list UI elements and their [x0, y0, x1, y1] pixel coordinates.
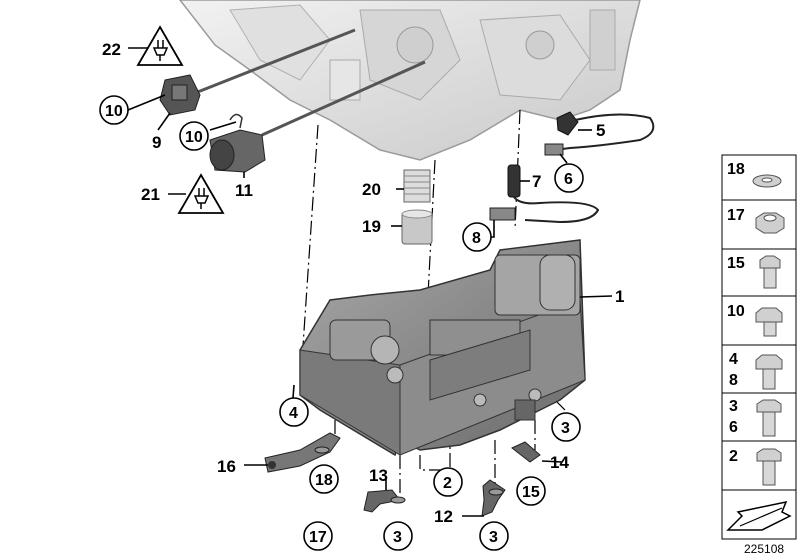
bracket-12: [481, 479, 506, 517]
callout-14: 14: [550, 453, 569, 472]
callout-2: 2: [443, 475, 452, 492]
corner-arrow-icon: [726, 500, 792, 531]
legend-label-3: 3: [729, 398, 738, 415]
legend-label-17: 17: [727, 207, 745, 224]
callout-13: 13: [369, 466, 388, 485]
piston-19: [401, 209, 433, 245]
electrical-warning-icon: [136, 25, 184, 66]
sensor-7: [489, 164, 600, 224]
callout-12: 12: [434, 507, 453, 526]
legend-label-15: 15: [727, 255, 745, 272]
hex-bolt-short-icon: [759, 255, 781, 289]
transmission-housing: [179, 0, 641, 161]
callout-3-c: 3: [489, 529, 498, 546]
hex-bolt-long-icon: [756, 399, 782, 437]
legend-label-6: 6: [729, 419, 738, 436]
hex-bolt-medium-icon: [755, 354, 783, 390]
callout-9: 9: [152, 133, 161, 152]
callout-8: 8: [472, 230, 481, 247]
callout-7: 7: [532, 172, 541, 191]
document-number: 225108: [744, 542, 784, 556]
callout-17: 17: [309, 529, 327, 546]
callout-22: 22: [102, 40, 121, 59]
callout-1: 1: [615, 287, 624, 306]
callout-4: 4: [289, 405, 298, 422]
spring-20: [403, 169, 431, 203]
legend-label-4: 4: [729, 351, 738, 368]
callout-15: 15: [522, 484, 540, 501]
bracket-14: [511, 441, 541, 463]
callout-18: 18: [315, 472, 333, 489]
fastener-legend: 18 17 15 10 4 8 3 6: [721, 154, 797, 540]
hex-bolt-flange-icon: [755, 307, 783, 337]
callout-10-b: 10: [185, 129, 203, 146]
valve-body: [299, 239, 586, 457]
washer-icon: [752, 174, 782, 188]
callout-20: 20: [362, 180, 381, 199]
callout-3-a: 3: [561, 420, 570, 437]
legend-label-2: 2: [729, 448, 738, 465]
callout-16: 16: [217, 457, 236, 476]
bracket-16: [264, 432, 341, 473]
bracket-13: [363, 489, 401, 513]
callout-19: 19: [362, 217, 381, 236]
callout-11: 11: [235, 181, 253, 200]
sensor-5: [544, 111, 655, 156]
connector-9: [159, 74, 201, 116]
legend-label-10: 10: [727, 303, 745, 320]
connector-11: [209, 113, 266, 173]
legend-label-18: 18: [727, 161, 745, 178]
callout-21: 21: [141, 185, 160, 204]
legend-label-8: 8: [729, 372, 738, 389]
hex-nut-icon: [755, 212, 785, 234]
callout-10-a: 10: [105, 103, 123, 120]
hex-bolt-longest-icon: [756, 448, 782, 486]
callout-3-b: 3: [393, 529, 402, 546]
electrical-warning-icon: [177, 173, 225, 214]
callout-5: 5: [596, 121, 605, 140]
callout-6: 6: [564, 171, 573, 188]
